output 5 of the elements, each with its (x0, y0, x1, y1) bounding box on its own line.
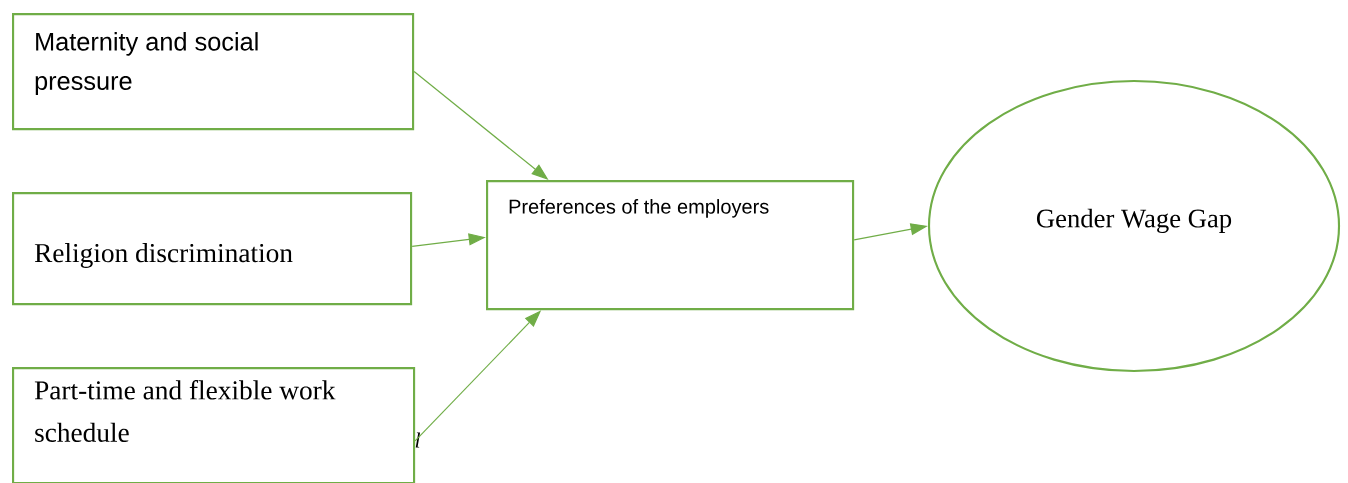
text-box: Maternity and social pressure (12, 13, 415, 131)
text-box: Religion discrimination (12, 192, 413, 306)
stray-letter: l (415, 432, 421, 448)
text-box: Preferences of the employers (486, 180, 855, 311)
text-box: Part-time and flexible work schedule (12, 367, 416, 483)
